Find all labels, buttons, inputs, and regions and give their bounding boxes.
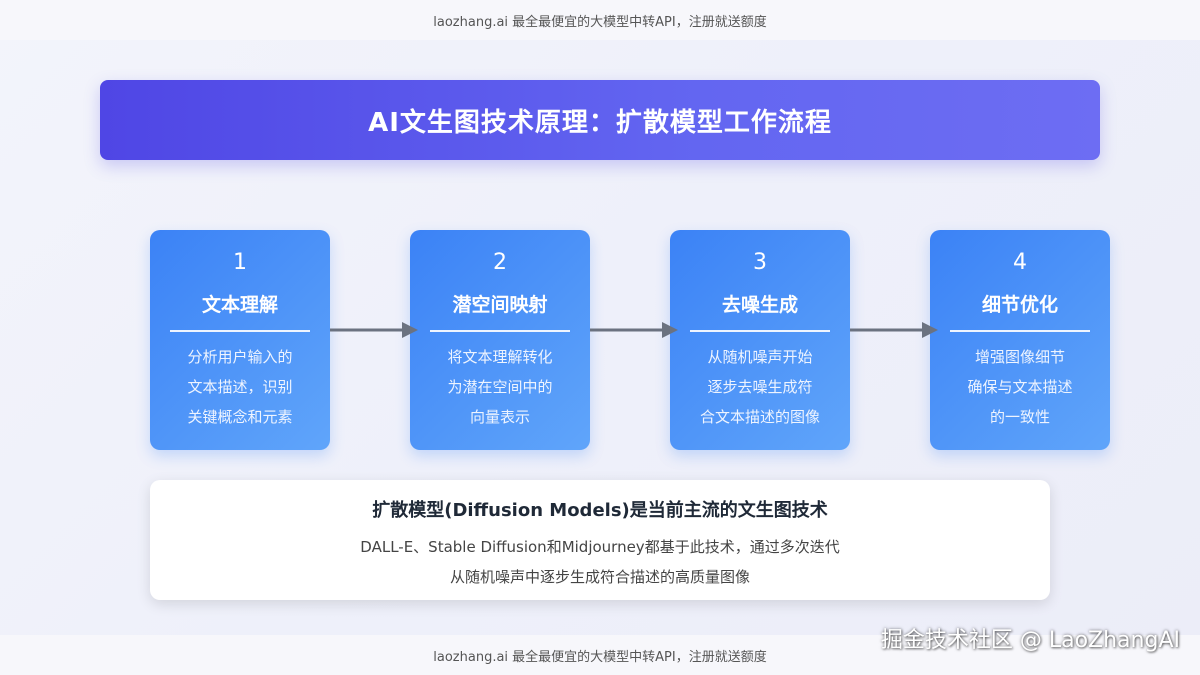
bottom-banner-text: laozhang.ai 最全最便宜的大模型中转API，注册就送额度 [433, 649, 767, 665]
summary-box: 扩散模型(Diffusion Models)是当前主流的文生图技术 DALL-E… [150, 480, 1050, 600]
step-description: 将文本理解转化 为潜在空间中的 向量表示 [420, 342, 580, 432]
step-number: 1 [233, 250, 247, 275]
step-desc-line: 逐步去噪生成符 [707, 378, 813, 396]
step-desc-line: 分析用户输入的 [187, 348, 293, 366]
step-title: 去噪生成 [721, 294, 798, 316]
flow-arrow-icon [590, 320, 678, 340]
step-desc-line: 向量表示 [469, 408, 530, 426]
step-divider [690, 330, 830, 332]
step-number: 4 [1013, 250, 1027, 275]
bottom-banner: laozhang.ai 最全最便宜的大模型中转API，注册就送额度 [0, 635, 1200, 675]
step-description: 分析用户输入的 文本描述，识别 关键概念和元素 [160, 342, 320, 432]
step-description: 从随机噪声开始 逐步去噪生成符 合文本描述的图像 [680, 342, 840, 432]
step-desc-line: 合文本描述的图像 [699, 408, 820, 426]
title-banner: AI文生图技术原理：扩散模型工作流程 [100, 80, 1100, 160]
step-desc-line: 确保与文本描述 [967, 378, 1073, 396]
flow-arrow-icon [330, 320, 418, 340]
top-banner-text: laozhang.ai 最全最便宜的大模型中转API，注册就送额度 [433, 14, 767, 30]
step-divider [950, 330, 1090, 332]
step-description: 增强图像细节 确保与文本描述 的一致性 [940, 342, 1100, 432]
top-banner: laozhang.ai 最全最便宜的大模型中转API，注册就送额度 [0, 0, 1200, 40]
step-card-4: 4 细节优化 增强图像细节 确保与文本描述 的一致性 [930, 230, 1110, 450]
step-desc-line: 从随机噪声开始 [707, 348, 813, 366]
step-desc-line: 增强图像细节 [974, 348, 1065, 366]
step-divider [170, 330, 310, 332]
step-divider [430, 330, 570, 332]
step-number: 2 [493, 250, 507, 275]
summary-line: DALL-E、Stable Diffusion和Midjourney都基于此技术… [360, 538, 840, 556]
step-card-1: 1 文本理解 分析用户输入的 文本描述，识别 关键概念和元素 [150, 230, 330, 450]
step-desc-line: 的一致性 [989, 408, 1050, 426]
step-title: 细节优化 [981, 294, 1058, 316]
step-number: 3 [753, 250, 767, 275]
watermark: 掘金技术社区 @ LaoZhangAI [880, 628, 1180, 653]
step-card-3: 3 去噪生成 从随机噪声开始 逐步去噪生成符 合文本描述的图像 [670, 230, 850, 450]
flow-arrow-icon [850, 320, 938, 340]
summary-line: 从随机噪声中逐步生成符合描述的高质量图像 [449, 568, 750, 586]
step-desc-line: 为潜在空间中的 [447, 378, 553, 396]
step-title: 文本理解 [201, 294, 278, 316]
step-desc-line: 文本描述，识别 [187, 378, 293, 396]
summary-title: 扩散模型(Diffusion Models)是当前主流的文生图技术 [372, 500, 828, 521]
step-card-2: 2 潜空间映射 将文本理解转化 为潜在空间中的 向量表示 [410, 230, 590, 450]
page-title: AI文生图技术原理：扩散模型工作流程 [368, 107, 832, 138]
step-desc-line: 将文本理解转化 [447, 348, 553, 366]
step-title: 潜空间映射 [452, 294, 548, 316]
step-desc-line: 关键概念和元素 [187, 408, 293, 426]
